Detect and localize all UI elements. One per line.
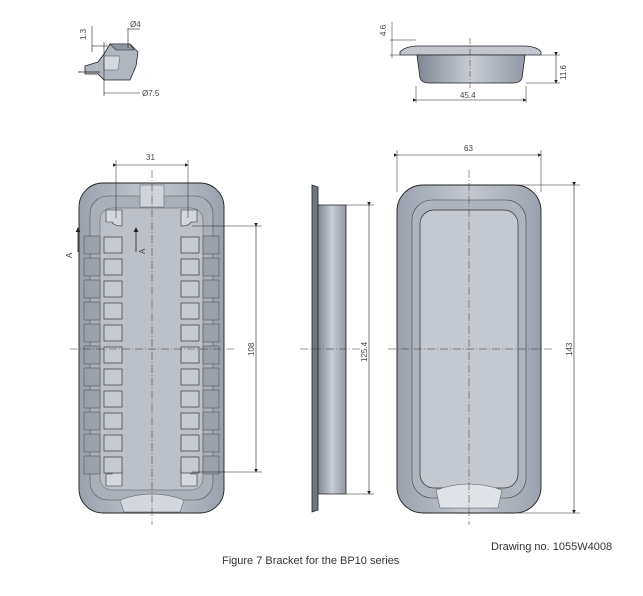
window-slot bbox=[180, 412, 200, 430]
rib-slot bbox=[202, 367, 220, 387]
section-view bbox=[300, 184, 374, 513]
drawing-number: Drawing no. 1055W4008 bbox=[491, 541, 613, 553]
rib-slot bbox=[83, 301, 101, 321]
rib-slot bbox=[83, 367, 101, 387]
window-slot bbox=[180, 390, 200, 408]
window-slot bbox=[180, 346, 200, 364]
rib-slot bbox=[83, 411, 101, 431]
rib-slot bbox=[202, 301, 220, 321]
dim-back-inner-height: 108 bbox=[247, 342, 256, 356]
dim-side-width: 45.4 bbox=[460, 91, 476, 100]
dim-front-height: 143 bbox=[565, 342, 574, 356]
dim-side-flange: 4.6 bbox=[379, 24, 388, 36]
section-mark-left: A bbox=[65, 252, 74, 258]
dim-detail-inner-dia: Ø4 bbox=[130, 20, 141, 29]
window-slot bbox=[180, 280, 200, 298]
rib-slot bbox=[83, 455, 101, 475]
window-slot bbox=[103, 346, 123, 364]
rib-slot bbox=[202, 323, 220, 343]
rib-slot bbox=[202, 389, 220, 409]
slots-left-column bbox=[83, 235, 123, 475]
window-slot bbox=[103, 258, 123, 276]
window-slot bbox=[180, 324, 200, 342]
window-slot bbox=[180, 302, 200, 320]
rib-slot bbox=[202, 235, 220, 255]
window-slot bbox=[103, 302, 123, 320]
rib-slot bbox=[83, 257, 101, 277]
window-slot bbox=[180, 368, 200, 386]
rib-slot bbox=[202, 411, 220, 431]
dim-detail-height: 1.3 bbox=[79, 28, 88, 40]
dim-back-inner-width: 31 bbox=[146, 153, 155, 162]
rib-slot bbox=[202, 279, 220, 299]
rib-slot bbox=[83, 235, 101, 255]
side-view bbox=[390, 22, 560, 103]
window-slot bbox=[103, 456, 123, 474]
rib-slot bbox=[202, 345, 220, 365]
window-slot bbox=[180, 434, 200, 452]
window-slot bbox=[103, 390, 123, 408]
window-slot bbox=[180, 258, 200, 276]
section-mark-right: A bbox=[138, 248, 147, 254]
rib-slot bbox=[202, 257, 220, 277]
window-slot bbox=[103, 412, 123, 430]
rib-slot bbox=[202, 433, 220, 453]
rib-slot bbox=[83, 279, 101, 299]
detail-view bbox=[78, 26, 140, 96]
dim-section-height: 125.4 bbox=[360, 341, 369, 362]
rib-slot bbox=[83, 345, 101, 365]
window-slot bbox=[103, 324, 123, 342]
rib-slot bbox=[83, 433, 101, 453]
rib-slot bbox=[83, 323, 101, 343]
window-slot bbox=[103, 280, 123, 298]
dim-detail-outer-dia: Ø7.5 bbox=[142, 89, 160, 98]
rib-slot bbox=[202, 455, 220, 475]
dim-front-width: 63 bbox=[464, 144, 473, 153]
slots-right-column bbox=[180, 235, 220, 475]
window-slot bbox=[103, 236, 123, 254]
back-view bbox=[78, 182, 225, 514]
window-slot bbox=[180, 456, 200, 474]
dim-side-height: 11.6 bbox=[559, 64, 568, 80]
back-view-lines bbox=[70, 160, 262, 525]
window-slot bbox=[180, 236, 200, 254]
figure-caption: Figure 7 Bracket for the BP10 series bbox=[222, 555, 400, 567]
window-slot bbox=[103, 368, 123, 386]
rib-slot bbox=[83, 389, 101, 409]
window-slot bbox=[103, 434, 123, 452]
front-view bbox=[388, 150, 580, 525]
